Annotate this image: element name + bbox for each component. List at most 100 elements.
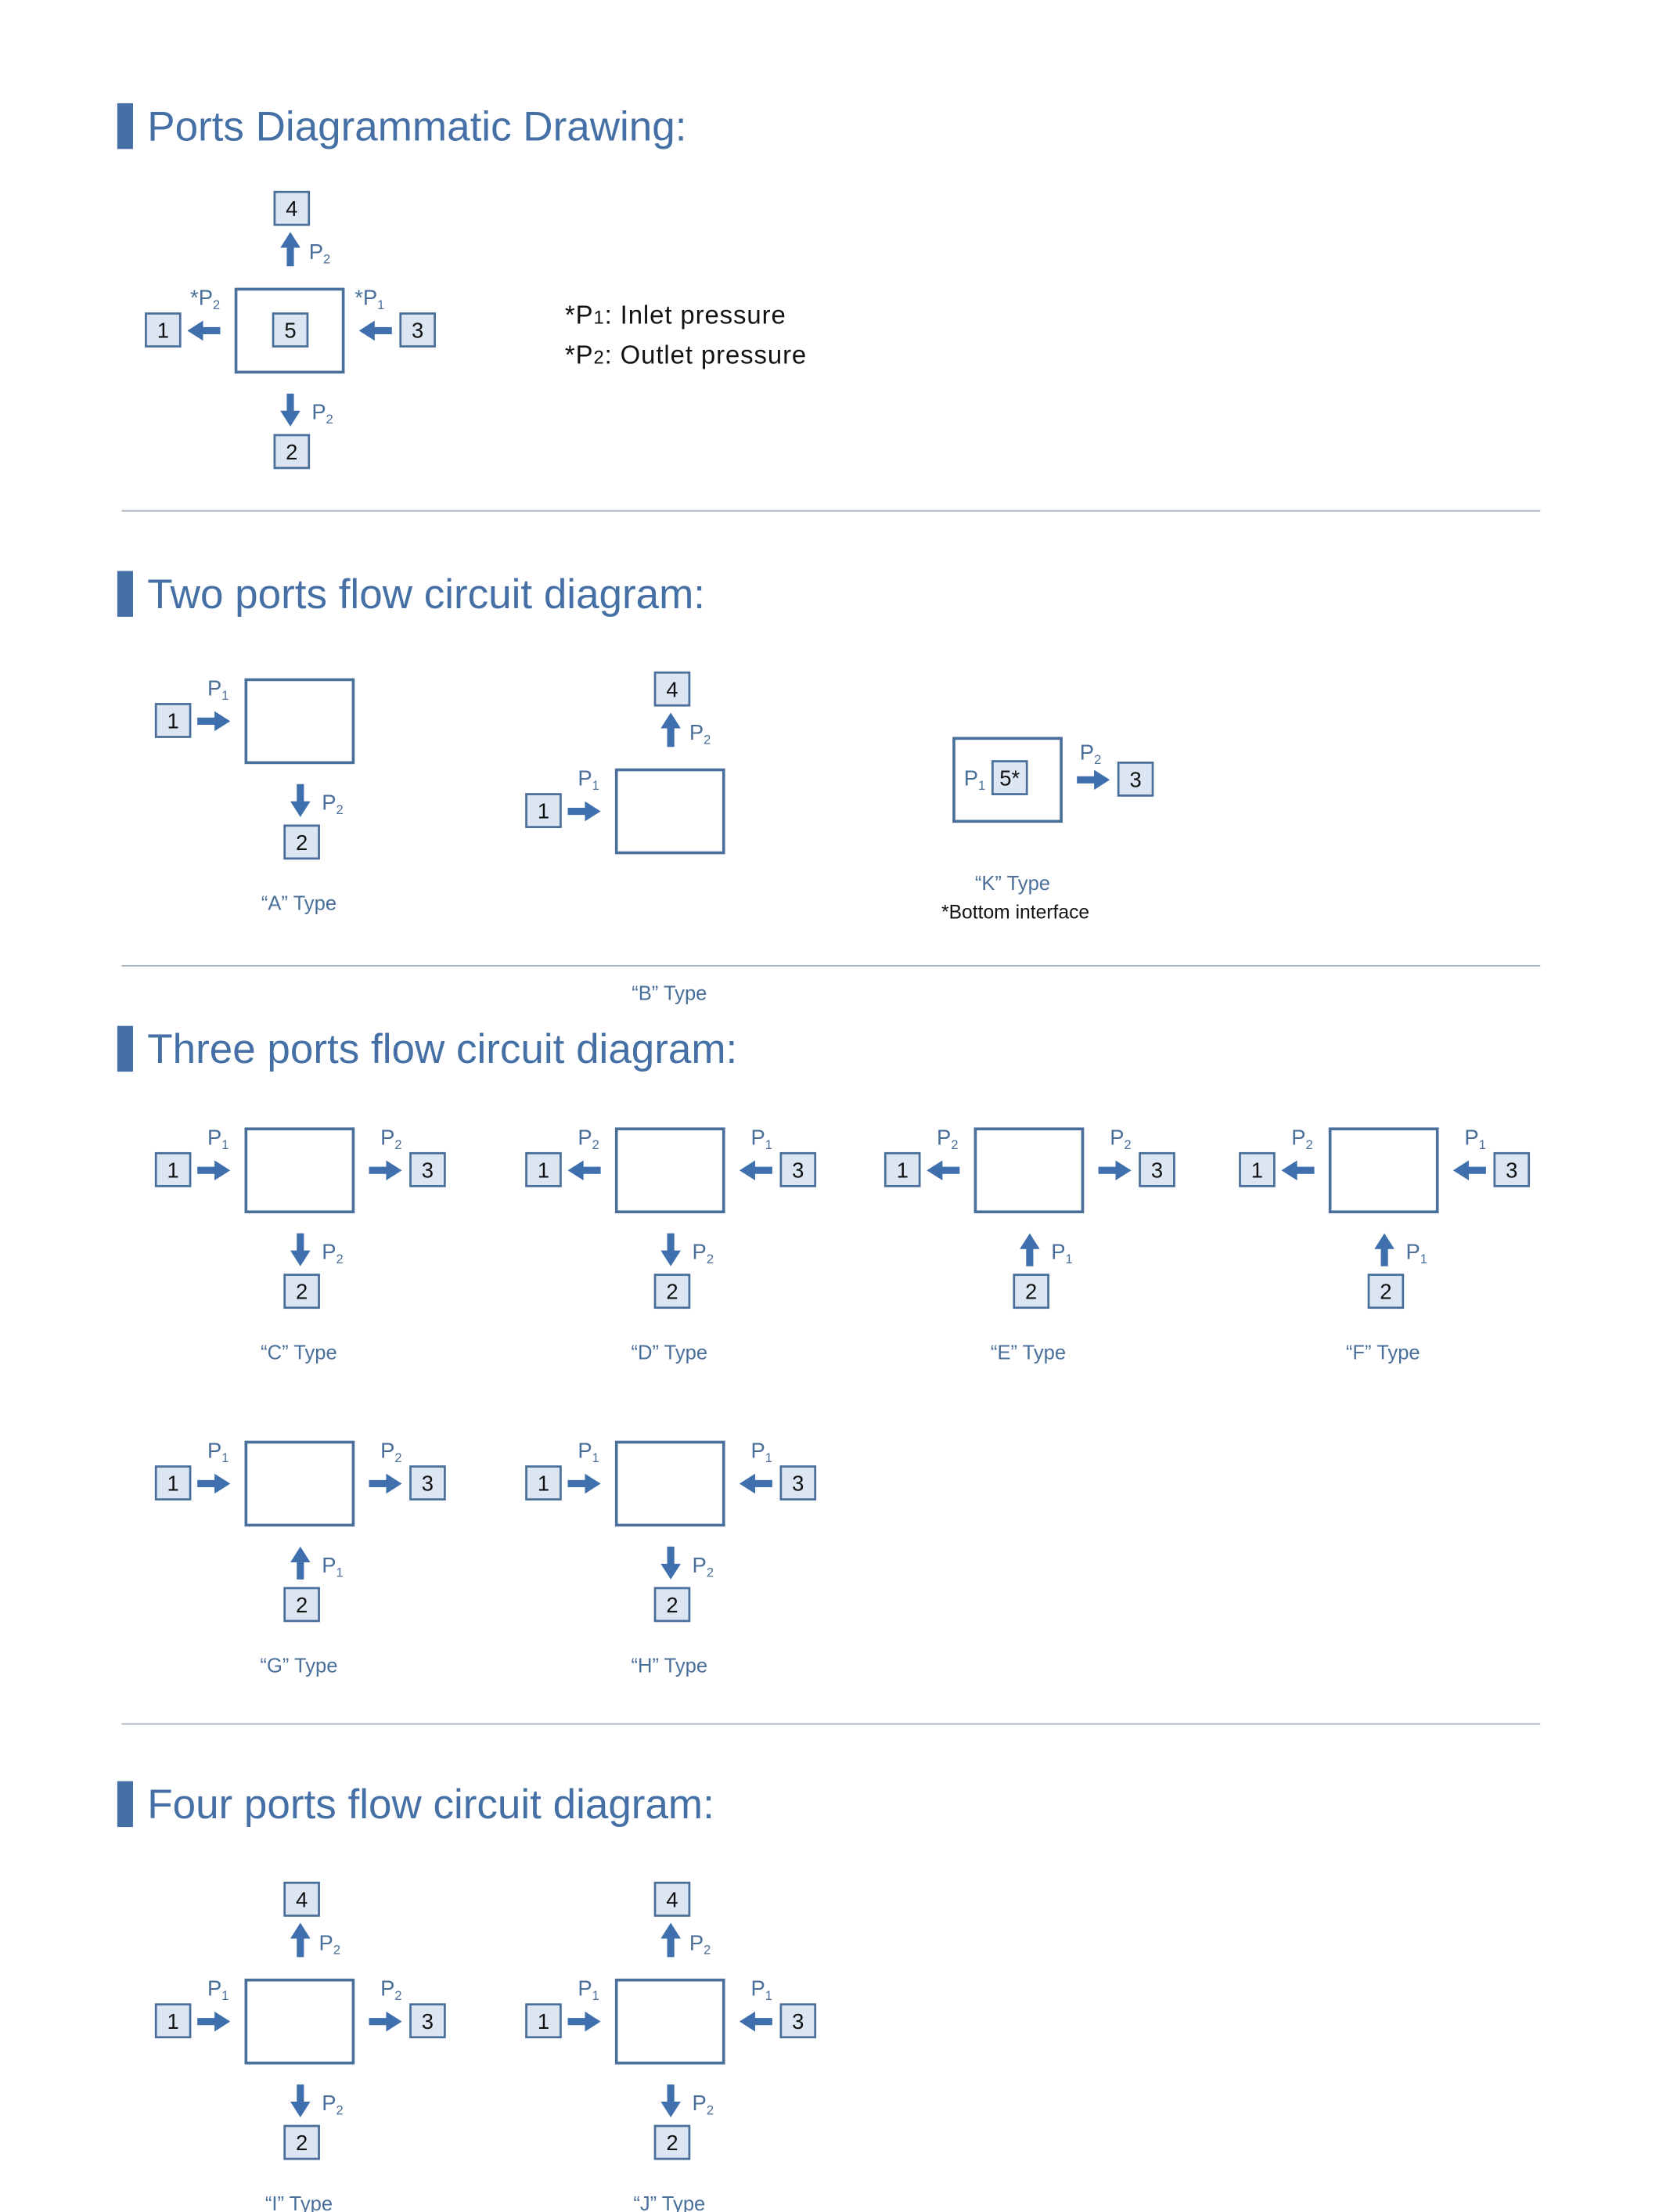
pressure-label: P1 [1464,1125,1485,1151]
port-box [779,1151,817,1187]
port-left-1: 1P1 [525,1976,601,2039]
type-caption: “J” Type [633,2193,705,2212]
pressure-label: P1 [578,766,599,793]
port-box [409,1465,446,1500]
arrow-up-icon [290,1922,311,1958]
port-left-1: 1P1 [154,1125,231,1187]
port-box [272,312,309,348]
port-box [409,2003,446,2039]
pressure-label: P2 [689,1930,711,1957]
port-right-3: 3P2 [369,1439,446,1500]
valve-body [614,1127,725,1214]
port-box [154,1465,192,1500]
port-right-3: 3P2 [1077,740,1154,797]
port-box [991,760,1028,795]
port-number: 4 [666,1887,678,1911]
type-note: *Bottom interface [941,902,1089,924]
port-number: 3 [792,1158,804,1182]
port-left-1: 1P2 [525,1125,601,1187]
port-number: 3 [1506,1158,1517,1182]
port-number: 1 [167,2009,179,2034]
port-box [653,1587,691,1623]
port-number: 2 [296,2131,308,2155]
port-number: 2 [296,1593,308,1617]
arrow-left-icon [739,1160,772,1181]
port-number: 2 [1025,1280,1037,1304]
port-number: 4 [286,196,297,221]
pressure-label: *P1 [354,286,384,312]
port-bottom-2: P22 [653,2084,714,2160]
arrow-down-icon [290,1233,311,1266]
port-number: 4 [296,1887,308,1911]
port-number: 1 [157,319,169,343]
arrow-down-icon [290,2084,311,2118]
pressure-label: P2 [319,1930,340,1957]
port-left-1: 1P1 [154,675,231,738]
arrow-up-icon [660,1922,681,1958]
port-number: 3 [422,2009,434,2034]
section-three-ports: Three ports flow circuit diagram: [117,1025,737,1072]
arrow-down-icon [290,784,311,817]
title-accent-bar [117,1781,133,1828]
type-caption: “H” Type [632,1655,708,1677]
type-caption: “I” Type [265,2193,333,2212]
arrow-left-icon [1281,1160,1315,1181]
port-right-3: 3 P1 [739,1125,817,1187]
port-box [283,1882,320,1917]
port-box [154,2003,192,2039]
pressure-label: P2 [322,2091,343,2117]
port-bottom-2: P22 [653,1233,714,1310]
section-title: Three ports flow circuit diagram: [147,1026,737,1072]
pressure-label: P2 [1080,740,1101,767]
arrow-left-icon [739,2011,772,2032]
pressure-label: P1 [964,766,985,793]
pressure-label: P2 [1110,1125,1131,1151]
port-number: 1 [538,799,549,823]
port-right-3: 3 P1 [1452,1125,1531,1187]
valve-body [1328,1127,1439,1214]
type-caption: “A” Type [261,893,336,915]
port-box [283,1274,320,1310]
port-left-1: 1P1 [525,1439,601,1500]
port-box [409,1151,446,1187]
pressure-label: P1 [578,1976,599,2003]
port-box [779,1465,817,1500]
port-number: 3 [792,2009,804,2034]
pressure-label: P1 [207,1439,229,1465]
port-number: 2 [666,1593,678,1617]
port-bottom-2: P22 [283,784,344,860]
port-number: 2 [296,1280,308,1304]
pressure-label: P2 [1291,1125,1312,1151]
pressure-label: P2 [693,1553,714,1580]
type-caption: “D” Type [632,1342,708,1364]
pressure-label: P1 [750,1125,772,1151]
port-number: 5 [284,319,296,343]
pressure-label: P2 [578,1125,599,1151]
port-box [525,793,562,828]
port-box [283,824,320,860]
section-title: Ports Diagrammatic Drawing: [147,103,686,150]
section-title: Two ports flow circuit diagram: [147,571,705,618]
port-box [525,1465,562,1500]
valve-body [244,1127,355,1214]
port-right-3: 3P1 [739,1439,817,1500]
port-top-4: 4P2 [653,1882,711,1958]
pressure-label: P2 [693,2091,714,2117]
legend-outlet: *P2: Outlet pressure [565,340,807,369]
pressure-label: P1 [322,1553,343,1580]
port-number: 3 [792,1472,804,1496]
port-left-1: 1P2 [883,1125,960,1187]
port-right-3: 3P2 [1098,1125,1175,1187]
pressure-label: P2 [311,400,333,427]
arrow-down-icon [660,1546,681,1580]
type-caption: “E” Type [991,1342,1066,1364]
port-box [653,1882,691,1917]
port-bottom-2: P2 2 [653,1546,714,1623]
arrow-left-icon [739,1473,772,1494]
